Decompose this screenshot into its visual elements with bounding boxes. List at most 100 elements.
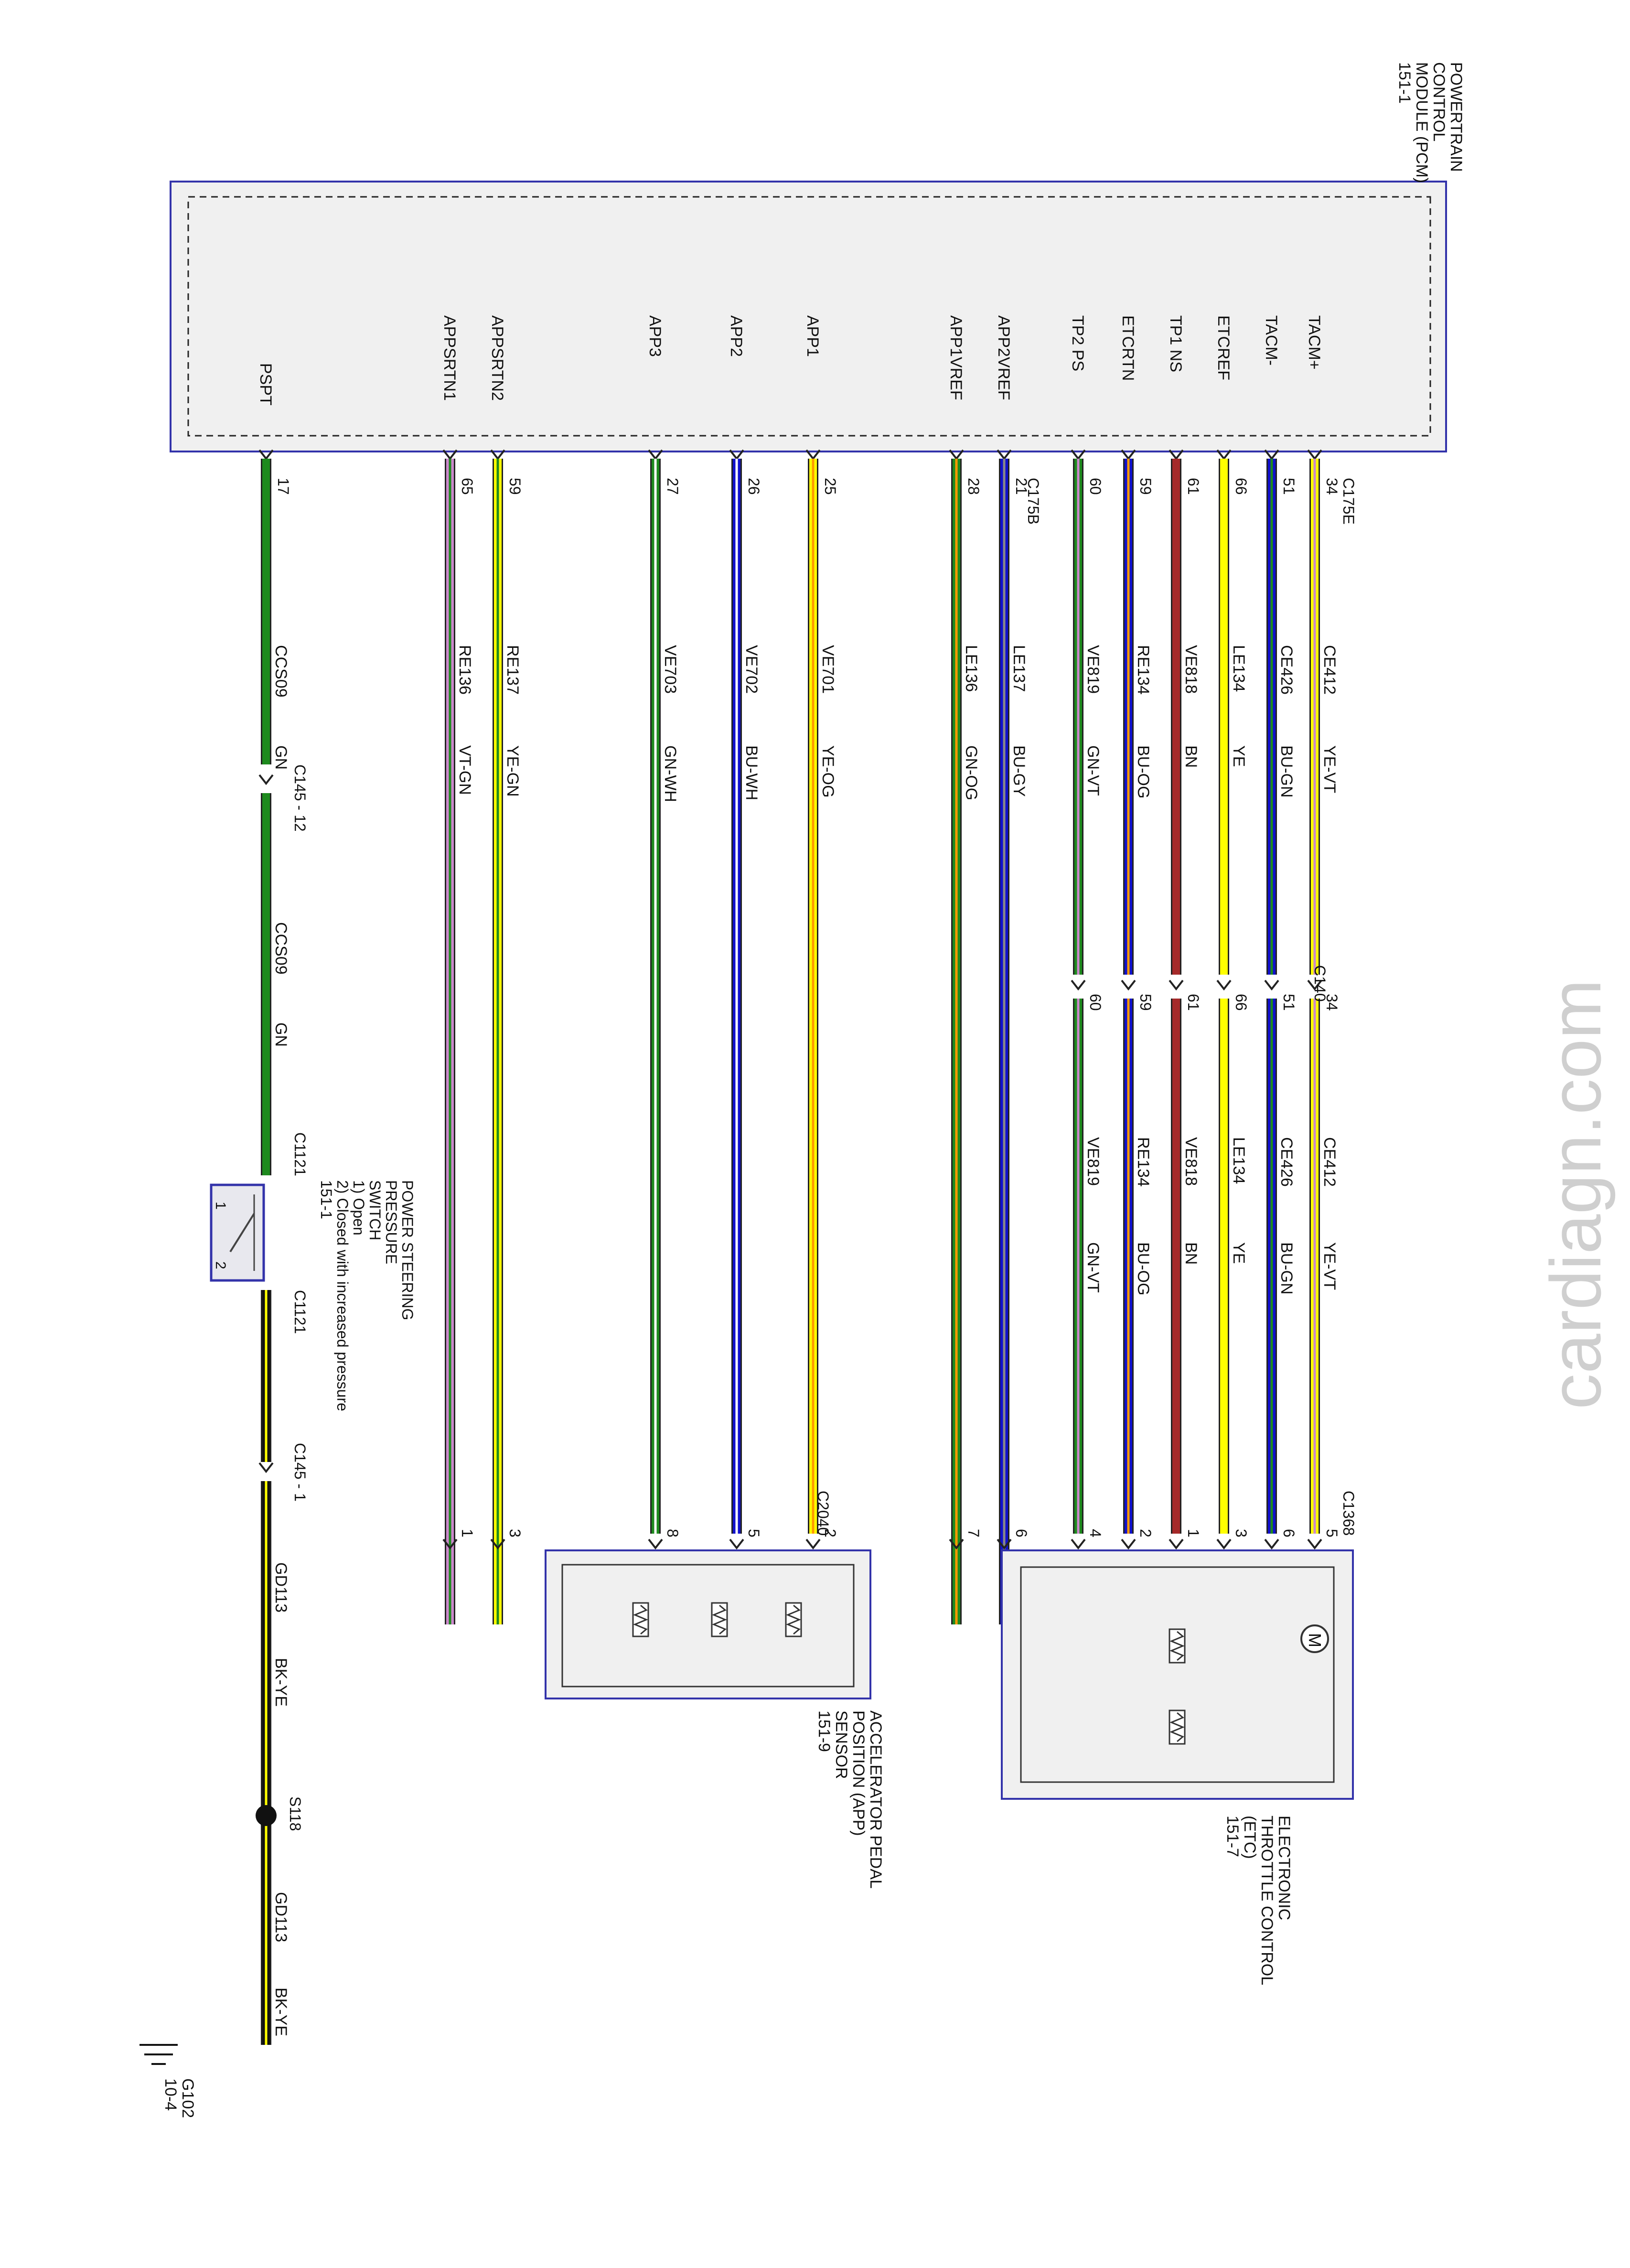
wire-color-label: YE-OG: [819, 745, 837, 798]
circuit-label: VE818: [1182, 1137, 1200, 1186]
pcm-pin-number: 28: [965, 478, 982, 495]
circuit-label: CE426: [1277, 645, 1296, 695]
motor-label: M: [1305, 1633, 1325, 1647]
pcm-pin-number: 65: [459, 478, 476, 495]
etc-sensor-resistors: [1169, 1628, 1186, 1745]
pcm-connector-label: C175B: [1025, 478, 1042, 525]
c140-label: C140: [1311, 965, 1329, 1002]
c140-pin: 34: [1323, 994, 1340, 1011]
pcm-pin-number: 34: [1323, 478, 1340, 495]
splice-s118: [256, 1805, 277, 1826]
connector-arrow: [805, 1538, 821, 1550]
circuit-label: VE818: [1182, 645, 1200, 694]
pcm-pin-number: 59: [1137, 478, 1154, 495]
pcm-module-dashed: [187, 196, 1431, 437]
pcm-title-line: 151-1: [1395, 62, 1414, 104]
app-title-line: POSITION (APP): [849, 1710, 868, 1836]
circuit-label: RE134: [1134, 645, 1152, 695]
wire-color-label: GN-WH: [661, 745, 679, 802]
pcm-signal-label: TP1 NS: [1167, 315, 1185, 372]
app-sensor-resistors: [632, 1602, 802, 1637]
ps-title-line: POWER STEERING: [399, 1180, 416, 1320]
pcm-pin-number: 60: [1087, 478, 1104, 495]
connector-arrow: [729, 1538, 744, 1550]
circuit-label: CE426: [1277, 1137, 1296, 1187]
wire-color-label: BU-OG: [1134, 1242, 1152, 1295]
circuit-label: VE819: [1084, 645, 1102, 694]
etc-pin-number: 4: [1087, 1529, 1104, 1537]
ps-switch-blade: [229, 1213, 255, 1253]
wire-color-label: VT-GN: [456, 745, 474, 795]
app-title-line: SENSOR: [832, 1710, 850, 1779]
pcm-pin-number: 25: [822, 478, 839, 495]
pcm-title-line: CONTROL: [1430, 62, 1448, 141]
ps-title-line: 1) Open: [350, 1180, 367, 1236]
throttle-motor-symbol: [1300, 1624, 1329, 1653]
connector-arrow: [1121, 979, 1136, 991]
c1368-label: C1368: [1340, 1491, 1357, 1536]
circuit-label: GD113: [272, 1892, 290, 1942]
connector-arrow: [1307, 979, 1322, 991]
app-module-box: [545, 1549, 871, 1699]
wire-color-label: BN: [1182, 745, 1200, 768]
c2040-label: C2040: [815, 1491, 832, 1536]
connector-arrow: [1169, 979, 1184, 991]
pcm-signal-label: TACM-: [1262, 315, 1280, 365]
c140-pin: 60: [1087, 994, 1104, 1011]
connector-arrow: [1216, 979, 1232, 991]
wire-color-label: YE-VT: [1320, 1242, 1339, 1290]
pcm-signal-label: APP1: [804, 315, 822, 357]
circuit-label: VE702: [742, 645, 761, 694]
app-pin-number: 1: [459, 1529, 476, 1537]
pcm-pin-number: 17: [275, 478, 292, 495]
pcm-connector-label: C175E: [1340, 478, 1357, 525]
ps-title-line: PRESSURE: [383, 1180, 400, 1264]
circuit-label: GD113: [272, 1562, 290, 1612]
wire-color-label: BK-YE: [272, 1658, 290, 1707]
wire-color-label: YE-GN: [504, 745, 522, 797]
ps-switch-pin2: 2: [213, 1261, 228, 1269]
pcm-signal-label: TP2 PS: [1069, 315, 1087, 371]
c1121-label: C1121: [291, 1132, 309, 1176]
circuit-label: LE134: [1230, 1137, 1248, 1184]
circuit-label: CCS09: [272, 922, 290, 975]
c140-pin: 66: [1233, 994, 1250, 1011]
etc-module-box: [1001, 1549, 1354, 1800]
wire-color-label: YE-VT: [1320, 745, 1339, 793]
connector-arrow: [442, 1538, 458, 1550]
etc-pin-number: 1: [1185, 1529, 1202, 1537]
wire-color-label: GN: [272, 745, 290, 770]
pcm-title-line: POWERTRAIN: [1447, 62, 1465, 172]
s118-label: S118: [287, 1796, 304, 1831]
pcm-signal-label: APP2: [727, 315, 745, 357]
pcm-pin-number: 21: [1013, 478, 1030, 495]
circuit-label: VE701: [819, 645, 837, 694]
circuit-label: LE134: [1230, 645, 1248, 692]
wire-color-label: BN: [1182, 1242, 1200, 1265]
app-title-line: 151-9: [815, 1710, 833, 1752]
etc-title-line: ELECTRONIC: [1275, 1816, 1293, 1920]
etc-pin-number: 3: [1233, 1529, 1250, 1537]
circuit-label: RE137: [504, 645, 522, 695]
c1121-label: C1121: [291, 1290, 309, 1334]
pcm-signal-label: APPSRTN2: [488, 315, 506, 401]
ps-title-line: 2) Closed with increased pressure: [334, 1180, 351, 1411]
pcm-signal-label: TACM+: [1305, 315, 1323, 370]
etc-title-line: THROTTLE CONTROL: [1258, 1816, 1276, 1985]
wire-color-label: BU-OG: [1134, 745, 1152, 798]
connector-arrow: [1071, 979, 1086, 991]
wire-color-label: GN-VT: [1084, 745, 1102, 796]
app-pin-number: 8: [664, 1529, 681, 1537]
wire-color-label: YE: [1230, 745, 1248, 767]
ps-switch-pin1: 1: [213, 1202, 228, 1210]
connector-arrow: [949, 1538, 964, 1550]
circuit-label: VE703: [661, 645, 679, 694]
wire-color-label: BU-GY: [1010, 745, 1028, 797]
ps-switch-box: [210, 1183, 265, 1282]
watermark: cardiagn.com: [1535, 979, 1616, 1409]
